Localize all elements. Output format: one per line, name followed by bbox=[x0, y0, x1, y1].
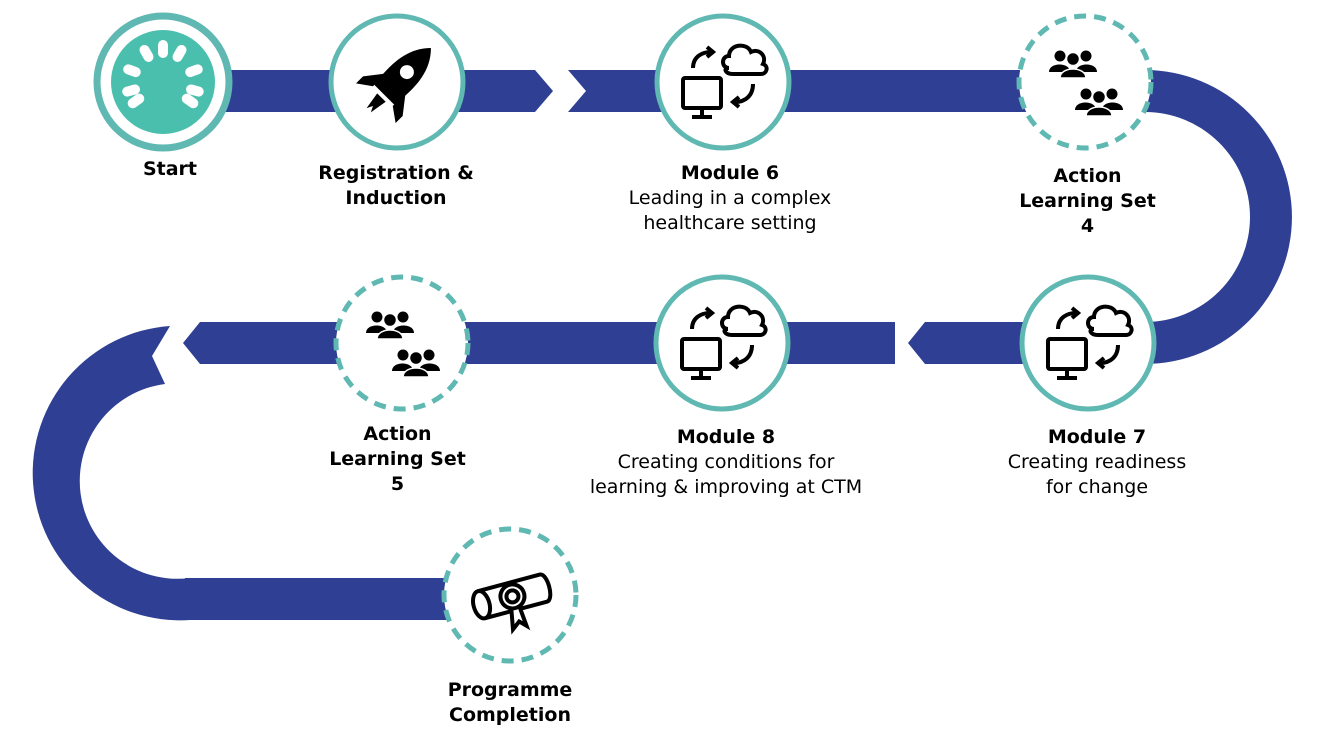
step-label-start: Start bbox=[100, 157, 240, 182]
step-label-action-learning-set-4: Action Learning Set 4 bbox=[1000, 164, 1175, 239]
step-subtitle-line: Leading in a complex bbox=[628, 187, 832, 209]
step-ring bbox=[1019, 274, 1157, 412]
step-node-3 bbox=[654, 13, 792, 151]
group-people-icon bbox=[1049, 50, 1123, 117]
diploma-scroll-icon bbox=[471, 572, 553, 635]
rocket-icon bbox=[355, 48, 431, 124]
step-node-7 bbox=[333, 274, 471, 412]
step-title-line: Induction bbox=[345, 187, 447, 209]
step-subtitle-line: learning & improving at CTM bbox=[589, 476, 863, 498]
step-node-2 bbox=[328, 13, 466, 151]
step-node-1 bbox=[93, 12, 233, 152]
step-label-module-6: Module 6 Leading in a complex healthcare… bbox=[590, 161, 870, 236]
step-label-action-learning-set-5: Action Learning Set 5 bbox=[310, 422, 485, 497]
step-node-8 bbox=[441, 526, 579, 664]
speedometer-icon bbox=[111, 30, 215, 134]
step-title-line: Action bbox=[363, 423, 432, 445]
step-title-line: Learning Set bbox=[329, 448, 466, 470]
step-ring bbox=[654, 13, 792, 151]
step-subtitle-line: healthcare setting bbox=[643, 212, 817, 234]
step-title-line: Learning Set bbox=[1019, 190, 1156, 212]
step-title-line: Programme bbox=[447, 679, 573, 701]
step-title-line: Registration & bbox=[318, 162, 474, 184]
step-label-module-7: Module 7 Creating readiness for change bbox=[982, 425, 1212, 500]
step-title-line: Action bbox=[1053, 165, 1122, 187]
path-curve-right bbox=[1145, 70, 1292, 364]
step-label-registration: Registration & Induction bbox=[296, 161, 496, 211]
step-node-5 bbox=[1019, 274, 1157, 412]
step-ring bbox=[333, 274, 471, 412]
step-node-4 bbox=[1016, 13, 1154, 151]
computer-cloud-sync-icon bbox=[680, 304, 768, 380]
step-title: Module 8 bbox=[676, 426, 776, 448]
computer-cloud-sync-icon bbox=[681, 43, 769, 119]
step-node-6 bbox=[653, 274, 791, 412]
path-segment-bottom bbox=[185, 578, 460, 620]
step-ring bbox=[653, 274, 791, 412]
path-curve-left bbox=[32, 326, 190, 621]
step-title: Module 7 bbox=[1047, 426, 1147, 448]
computer-cloud-sync-icon bbox=[1046, 304, 1134, 380]
step-subtitle-line: Creating conditions for bbox=[617, 451, 835, 473]
group-people-icon bbox=[366, 311, 440, 378]
step-label-programme-completion: Programme Completion bbox=[420, 678, 600, 728]
step-title-line: 4 bbox=[1080, 215, 1095, 237]
step-title: Start bbox=[142, 158, 198, 180]
step-title-line: Completion bbox=[449, 704, 571, 726]
step-ring bbox=[1016, 13, 1154, 151]
step-title-line: 5 bbox=[390, 473, 405, 495]
step-subtitle-line: for change bbox=[1045, 476, 1149, 498]
step-subtitle-line: Creating readiness bbox=[1007, 451, 1187, 473]
step-label-module-8: Module 8 Creating conditions for learnin… bbox=[570, 425, 882, 500]
step-title: Module 6 bbox=[680, 162, 780, 184]
